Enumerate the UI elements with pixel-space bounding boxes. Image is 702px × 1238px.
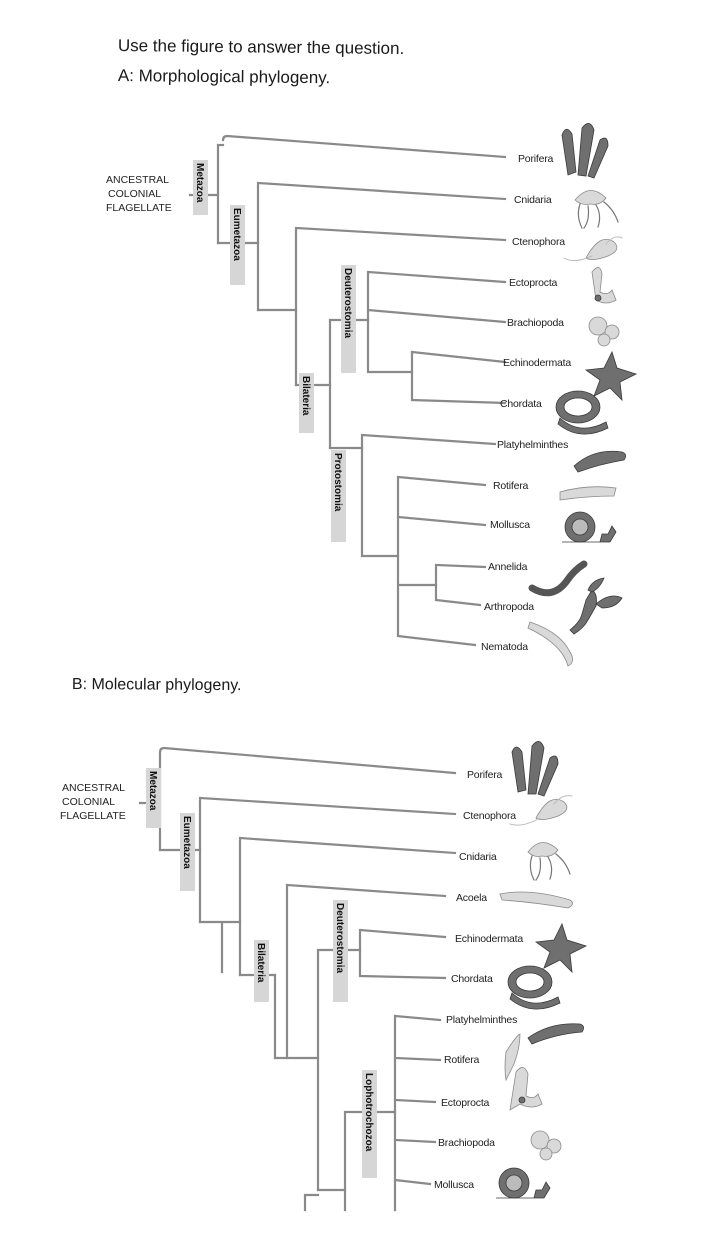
panel-b-taxon-rotifera: Rotifera [444,1054,480,1066]
svg-text:Metazoa: Metazoa [194,163,205,203]
panel-a-clade-metazoa: Metazoa [193,160,208,215]
lobster-icon [569,577,623,635]
panel-a-clade-bilateria: Bilateria [299,373,314,433]
brachiopod-icon [588,316,620,347]
panel-b-taxon-chordata: Chordata [451,973,493,985]
panel-a-taxon-platyhelminthes: Platyhelminthes [497,439,568,451]
svg-text:Deuterostomia: Deuterostomia [334,903,345,973]
panel-a-taxon-cnidaria: Cnidaria [514,194,552,206]
panel-a-tree: ANCESTRAL COLONIAL FLAGELLATE Metazoa Eu… [106,123,638,667]
panel-b-taxon-acoela: Acoela [456,892,487,904]
jellyfish-icon [527,842,571,881]
rotifer-icon [504,1033,521,1082]
panel-b-taxon-echinodermata: Echinodermata [455,933,523,945]
svg-text:Eumetazoa: Eumetazoa [181,816,192,869]
flatworm-icon [527,1023,584,1045]
bryozoan-icon [591,267,617,304]
panel-b-taxon-mollusca: Mollusca [434,1179,474,1191]
svg-text:Bilateria: Bilateria [255,943,266,983]
panel-b-clade-eumetazoa: Eumetazoa [180,813,195,891]
panel-b-taxon-ectoprocta: Ectoprocta [441,1097,490,1109]
panel-a-taxon-annelida: Annelida [488,561,528,573]
svg-text:Deuterostomia: Deuterostomia [342,268,353,338]
panel-a-branches [188,134,507,647]
panel-b-taxon-brachiopoda: Brachiopoda [438,1137,495,1149]
sponge-icon [561,123,609,179]
panel-a-taxon-porifera: Porifera [518,153,554,165]
svg-text:Bilateria: Bilateria [300,376,311,416]
panel-b-clade-metazoa: Metazoa [146,768,161,828]
panel-b-taxon-platyhelminthes: Platyhelminthes [446,1014,517,1026]
panel-a-taxon-mollusca: Mollusca [490,519,530,531]
panel-b-taxon-cnidaria: Cnidaria [459,851,497,863]
earthworm-icon [528,560,588,597]
snake-icon [507,965,561,1010]
panel-a-clade-protostomia: Protostomia [331,450,346,542]
panel-b-taxon-ctenophora: Ctenophora [463,810,516,822]
panel-b-ancestor-line2: COLONIAL [62,796,115,808]
panel-b-ancestor-line1: ANCESTRAL [62,782,125,794]
svg-text:Lophotrochozoa: Lophotrochozoa [363,1073,374,1152]
panel-b-clade-deuterostomia: Deuterostomia [333,900,348,1002]
comb-jelly-icon [509,795,573,826]
snail-icon [496,1167,551,1199]
panel-a-taxon-nematoda: Nematoda [481,641,528,653]
panel-a-taxon-rotifera: Rotifera [493,480,529,492]
flatworm-icon [573,450,626,473]
panel-b-clade-bilateria: Bilateria [254,940,269,1002]
panel-a-taxon-ctenophora: Ctenophora [512,236,565,248]
panel-a-taxon-ectoprocta: Ectoprocta [509,277,558,289]
svg-text:Eumetazoa: Eumetazoa [231,208,242,261]
brachiopod-icon [530,1130,562,1161]
flatworm-icon [499,891,573,909]
roundworm-icon [527,621,573,667]
snake-icon [555,390,609,435]
starfish-icon [534,922,588,974]
starfish-icon [584,350,638,402]
panel-a-taxon-echinodermata: Echinodermata [503,357,571,369]
panel-a-ancestor-line3: FLAGELLATE [106,202,172,214]
jellyfish-icon [574,190,619,229]
panel-a-ancestor-line1: ANCESTRAL [106,174,169,186]
panel-b-title: B: Molecular phylogeny. [71,676,242,695]
panel-b-taxon-porifera: Porifera [467,769,503,781]
panel-b-clade-lophotrochozoa: Lophotrochozoa [362,1070,377,1178]
sponge-icon [511,741,559,797]
snail-icon [562,511,617,543]
panel-a-ancestor-line2: COLONIAL [108,188,161,200]
panel-b-ancestor-line3: FLAGELLATE [60,810,126,822]
svg-text:Metazoa: Metazoa [147,771,158,811]
svg-text:Protostomia: Protostomia [332,453,343,512]
comb-jelly-icon [563,236,623,262]
panel-a-taxon-arthropoda: Arthropoda [484,601,534,613]
panel-a-taxon-chordata: Chordata [500,398,542,410]
rotifer-icon [559,486,617,501]
panel-a-taxon-brachiopoda: Brachiopoda [507,317,564,329]
panel-a-clade-deuterostomia: Deuterostomia [341,265,356,373]
bryozoan-icon [509,1067,543,1111]
panel-b-tree: ANCESTRAL COLONIAL FLAGELLATE Metazoa Eu… [60,741,588,1212]
panel-a-clade-eumetazoa: Eumetazoa [230,205,245,285]
